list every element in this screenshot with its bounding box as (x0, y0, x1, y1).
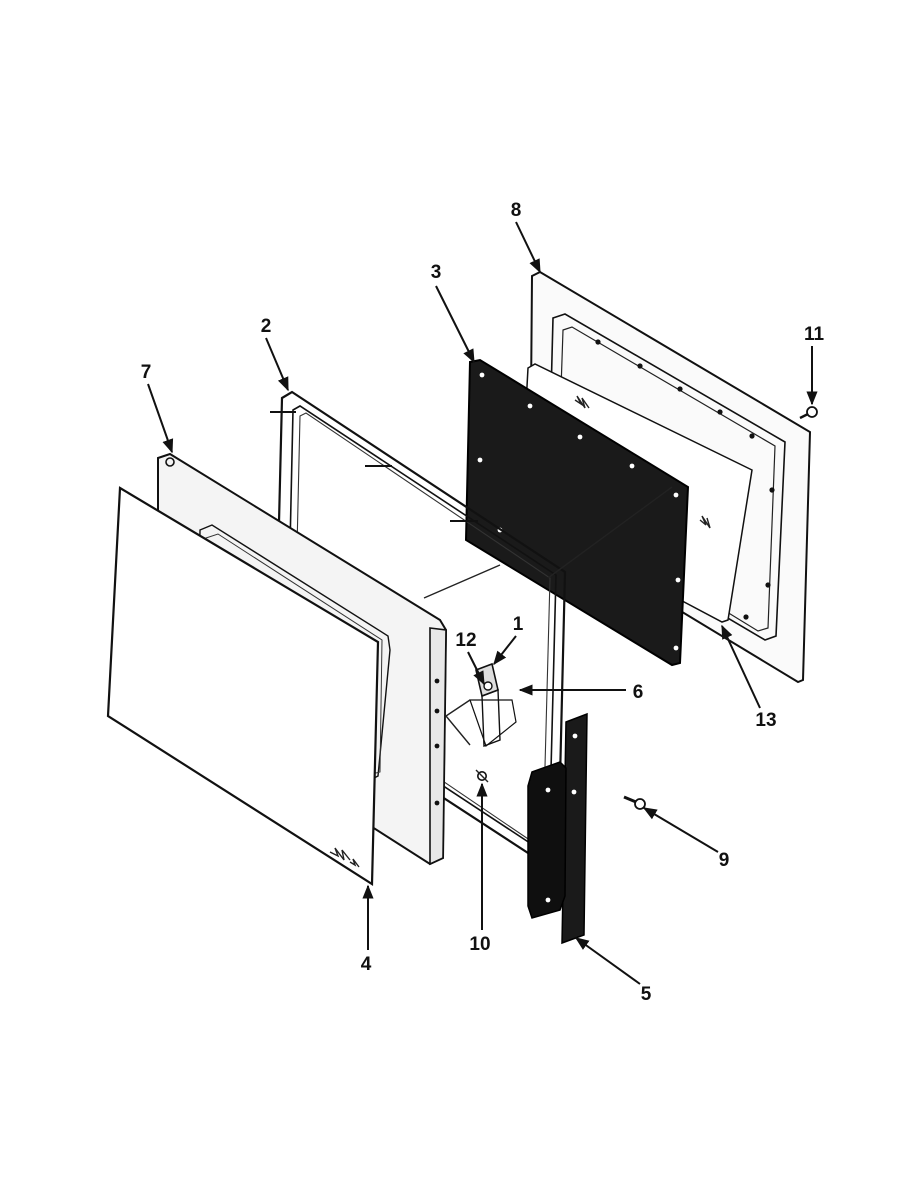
leader-2 (265, 337, 289, 392)
callout-4: 4 (361, 954, 372, 975)
callout-6: 6 (633, 682, 644, 703)
callout-1: 1 (513, 614, 524, 635)
leader-9 (642, 807, 719, 853)
callout-10: 10 (469, 934, 490, 955)
leader-5 (574, 937, 641, 985)
callout-7: 7 (141, 362, 152, 383)
callout-3: 3 (431, 262, 442, 283)
leader-3 (435, 285, 475, 364)
part-4-front-glass (106, 486, 380, 886)
part-5-handle (527, 712, 588, 945)
callout-13: 13 (755, 710, 776, 731)
leader-13 (721, 624, 761, 709)
callout-2: 2 (261, 316, 272, 337)
callout-5: 5 (641, 984, 652, 1005)
callout-8: 8 (511, 200, 522, 221)
leader-7 (147, 383, 174, 454)
leader-1 (493, 635, 517, 666)
callout-labels: 8 3 2 7 11 1 12 6 13 9 10 4 5 (141, 200, 825, 1005)
callout-12: 12 (455, 630, 476, 651)
leader-lines (147, 221, 818, 985)
part-11-screw (799, 406, 818, 420)
part-10-screw (475, 769, 489, 783)
part-3-insulation-panel (464, 358, 690, 667)
callout-9: 9 (719, 850, 730, 871)
leader-8 (515, 221, 541, 274)
leader-12 (467, 651, 485, 686)
part-9-screw (623, 795, 646, 810)
callout-11: 11 (804, 324, 825, 345)
